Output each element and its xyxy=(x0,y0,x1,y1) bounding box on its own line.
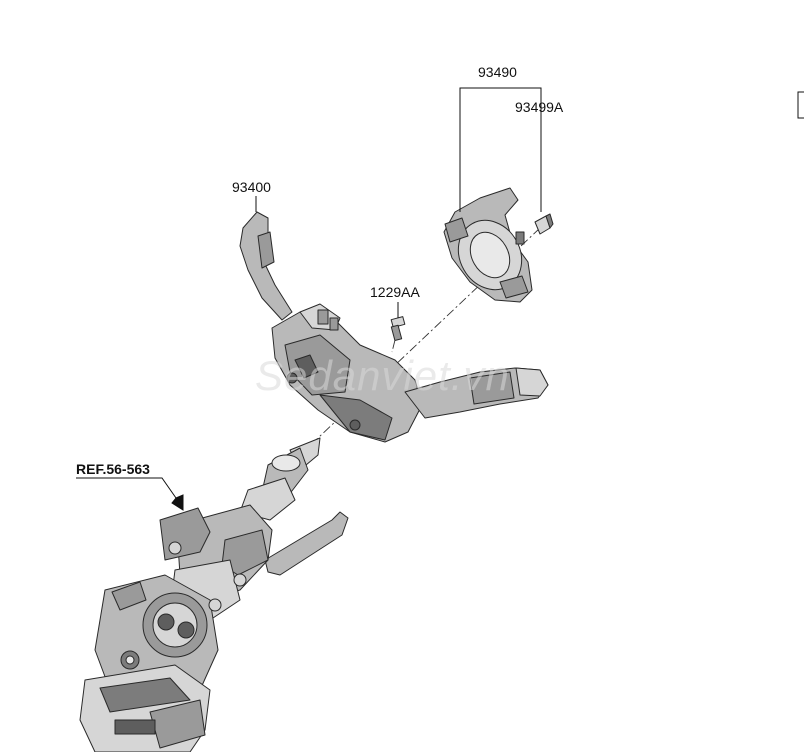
steering-column-icon xyxy=(79,437,349,752)
screw-axis-line xyxy=(391,339,396,353)
label-93400[interactable]: 93400 xyxy=(232,179,271,195)
frame-mark xyxy=(797,91,804,119)
screw-icon xyxy=(534,213,554,235)
arrow-icon xyxy=(171,494,184,511)
bolt-icon xyxy=(390,316,406,342)
multifunction-switch-icon xyxy=(239,211,549,443)
watermark-text: Sedanviet.vn xyxy=(255,352,510,399)
label-93499A[interactable]: 93499A xyxy=(515,99,564,115)
clock-spring-icon xyxy=(443,187,533,303)
leader-93490 xyxy=(459,87,542,212)
label-1229AA[interactable]: 1229AA xyxy=(370,284,420,300)
label-93490[interactable]: 93490 xyxy=(478,64,517,80)
label-ref[interactable]: REF.56-563 xyxy=(76,461,150,477)
ref-underline xyxy=(76,477,177,499)
